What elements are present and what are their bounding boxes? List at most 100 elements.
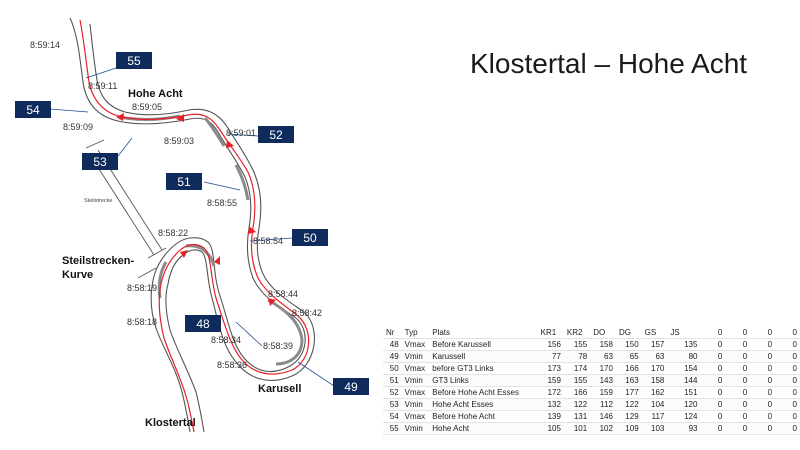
marker-box — [258, 126, 294, 143]
cell-kr1: 139 — [537, 410, 564, 423]
cell-do: 143 — [590, 374, 616, 387]
arrow-icon — [248, 226, 256, 234]
marker-4: 51 — [166, 173, 202, 190]
pointer-54 — [49, 108, 89, 113]
cell-plats: Before Karussell — [429, 338, 538, 351]
pointer-55 — [85, 67, 117, 79]
cell-kr2: 155 — [563, 374, 591, 387]
kerb-karusell — [267, 298, 304, 366]
cell-dg: 166 — [615, 362, 642, 375]
track-edge-outer — [69, 17, 306, 433]
cell-nr: 52 — [383, 386, 402, 399]
cell-do: 102 — [590, 422, 616, 435]
cell-dg: 122 — [615, 398, 642, 411]
pointer-51 — [203, 181, 241, 191]
marker-2: 53 — [82, 153, 118, 170]
cell-gs: 170 — [641, 362, 668, 375]
cell-gs: 63 — [641, 350, 668, 363]
col-header-c0d: 0 — [775, 327, 800, 339]
marker-label: 48 — [196, 317, 210, 331]
marker-label: 55 — [127, 54, 141, 68]
cell-nr: 50 — [383, 362, 402, 375]
cell-gs: 104 — [641, 398, 668, 411]
cell-js: 93 — [667, 422, 701, 435]
cell-gs: 157 — [641, 338, 668, 351]
cell-plats: GT3 Links — [429, 374, 538, 387]
cell-c0d: 0 — [775, 398, 800, 411]
place-label-steilstrecken-kurve: Steilstrecken- — [62, 255, 134, 267]
cell-c0d: 0 — [775, 338, 800, 351]
time-stamp: 8:58:36 — [217, 360, 247, 370]
cell-do: 158 — [590, 338, 616, 351]
arrow-icon — [180, 250, 188, 258]
cell-gs: 158 — [641, 374, 668, 387]
cell-dg: 65 — [615, 350, 642, 363]
cell-c0b: 0 — [725, 398, 751, 411]
time-stamp: 8:59:14 — [30, 40, 60, 50]
cell-plats: Hohe Acht Esses — [429, 398, 538, 411]
track-edges — [69, 17, 316, 433]
arrow-icon — [268, 298, 276, 306]
marker-7: 49 — [333, 378, 369, 395]
col-header-c0b: 0 — [725, 327, 751, 339]
cell-c0c: 0 — [750, 350, 776, 363]
cell-plats: Before Hohe Acht Esses — [429, 386, 538, 399]
cell-c0d: 0 — [775, 386, 800, 399]
cell-plats: Karussell — [429, 350, 538, 363]
cell-nr: 55 — [383, 422, 402, 435]
time-stamp: 8:58:22 — [158, 228, 188, 238]
cell-do: 159 — [590, 386, 616, 399]
track-edge-inner — [89, 23, 316, 433]
time-stamp: 8:58:54 — [253, 236, 283, 246]
cell-typ: Vmax — [401, 410, 430, 423]
cell-c0c: 0 — [750, 338, 776, 351]
cell-dg: 163 — [615, 374, 642, 387]
cell-dg: 177 — [615, 386, 642, 399]
marker-box — [333, 378, 369, 395]
cell-js: 154 — [667, 362, 701, 375]
steilstrecke-ticks — [85, 139, 167, 279]
direction-arrows — [116, 113, 276, 306]
arrow-icon — [116, 113, 124, 121]
cell-c0b: 0 — [725, 338, 751, 351]
place-label-kurve: Kurve — [62, 269, 93, 281]
cell-js: 120 — [667, 398, 701, 411]
marker-label: 53 — [93, 155, 107, 169]
cell-nr: 53 — [383, 398, 402, 411]
time-stamp: 8:59:01 — [226, 128, 256, 138]
cell-kr2: 101 — [563, 422, 591, 435]
cell-kr1: 132 — [537, 398, 564, 411]
time-stamps: 8:59:148:59:118:59:098:59:058:59:038:59:… — [30, 40, 322, 370]
pointer-53 — [117, 137, 133, 157]
cell-c0c: 0 — [750, 410, 776, 423]
marker-3: 52 — [258, 126, 294, 143]
cell-typ: Vmax — [401, 338, 430, 351]
time-stamp: 8:58:55 — [207, 198, 237, 208]
pointer-50 — [249, 237, 293, 242]
cell-c0a: 0 — [700, 422, 726, 435]
cell-c0b: 0 — [725, 422, 751, 435]
cell-js: 124 — [667, 410, 701, 423]
cell-kr1: 159 — [537, 374, 564, 387]
time-stamp: 8:59:09 — [63, 122, 93, 132]
cell-typ: Vmax — [401, 386, 430, 399]
marker-box — [166, 173, 202, 190]
marker-box — [292, 229, 328, 246]
cell-c0a: 0 — [700, 410, 726, 423]
time-stamp: 8:58:18 — [127, 317, 157, 327]
cell-kr2: 122 — [563, 398, 591, 411]
cell-js: 135 — [667, 338, 701, 351]
col-header-c0a: 0 — [700, 327, 726, 339]
time-stamp: 8:58:42 — [292, 308, 322, 318]
arrow-icon — [214, 256, 220, 265]
cell-c0c: 0 — [750, 362, 776, 375]
cell-c0b: 0 — [725, 410, 751, 423]
